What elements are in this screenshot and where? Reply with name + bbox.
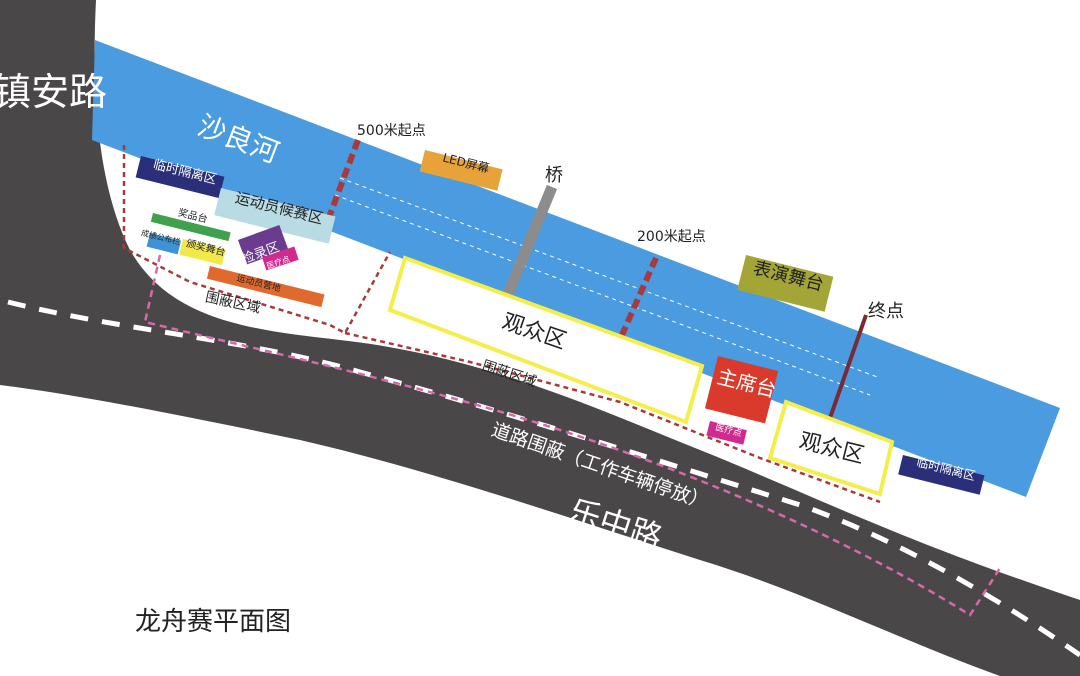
finish-line [828, 314, 868, 419]
athlete-rest-area [206, 266, 325, 308]
isolation-zone-left [135, 156, 225, 199]
zhenan-road-label: 镇安路 [0, 70, 107, 114]
enclosure-left-label: 围蔽区域 [204, 289, 262, 316]
enclosure-main-boundary [344, 331, 881, 504]
river-lane-line-2 [334, 194, 871, 396]
svg-text:镇安路: 镇安路 [0, 70, 107, 114]
ceremony-stage [179, 239, 226, 266]
led-screen [419, 150, 503, 191]
inspection-zone [238, 224, 289, 265]
performance-stage [737, 255, 834, 312]
audience-area-main [387, 255, 705, 425]
bridge-label: 桥 [545, 165, 563, 186]
finish-label: 终点 [868, 301, 904, 322]
road-lane-dashes [7, 299, 1080, 658]
road-barrier-boundary [143, 254, 1002, 617]
athlete-waiting-zone [214, 188, 336, 244]
audience-area-small [767, 399, 895, 497]
vip-stand [704, 356, 779, 424]
start-line-500m [322, 138, 361, 230]
medical-point-right [706, 421, 747, 445]
shaliang-river [92, 40, 1060, 497]
enclosure-left-boundary [122, 145, 392, 335]
results-board [146, 233, 182, 255]
award-stand [150, 213, 231, 242]
start-200m-label: 200米起点 [637, 229, 706, 245]
medical-point-left [262, 246, 299, 271]
bridge [502, 184, 558, 297]
map-title: 龙舟赛平面图 [135, 607, 291, 637]
start-500m-label: 500米起点 [357, 123, 426, 139]
isolation-zone-right [898, 455, 985, 495]
